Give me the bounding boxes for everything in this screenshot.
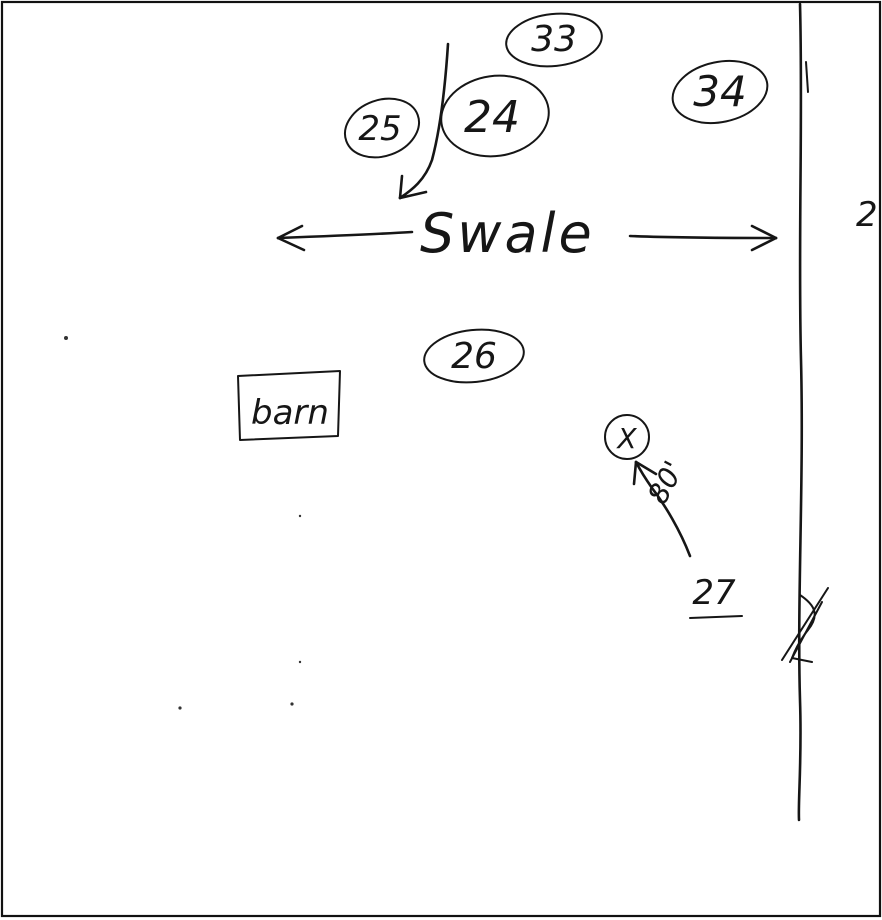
edge-number-fragment: 2: [856, 195, 878, 235]
circled-number-24: 24: [440, 74, 550, 158]
speck: [64, 336, 68, 340]
circled-number-25: 25: [344, 97, 420, 159]
tree-marker-label: X: [615, 422, 637, 455]
speck: [298, 660, 302, 664]
point-27-underline: [689, 615, 743, 619]
label-33: 33: [531, 19, 577, 60]
distance-arrow: [632, 460, 692, 558]
speck: [290, 702, 294, 706]
speck: [178, 706, 182, 710]
crossed-out-mark: [781, 587, 829, 663]
label-26: 26: [451, 336, 497, 377]
circled-number-26: 26: [423, 328, 525, 384]
circled-number-33: 33: [505, 12, 603, 68]
label-25: 25: [358, 109, 401, 149]
distance-label: 80': [641, 456, 690, 510]
swale-arrow-right: [628, 224, 778, 252]
speck: [298, 514, 302, 518]
barn-label: barn: [251, 393, 329, 433]
pointer-arrow-to-swale: [398, 42, 450, 200]
barn-building: barn: [237, 370, 341, 441]
label-24: 24: [464, 92, 520, 143]
circled-number-34: 34: [671, 60, 769, 124]
boundary-tick-mark: [805, 61, 809, 93]
swale-arrow-left: [276, 224, 414, 252]
label-34: 34: [693, 67, 746, 116]
swale-label: Swale: [420, 202, 595, 265]
tree-location-marker: X: [604, 414, 650, 460]
property-boundary-line: [797, 2, 804, 822]
point-27-label: 27: [692, 573, 736, 613]
